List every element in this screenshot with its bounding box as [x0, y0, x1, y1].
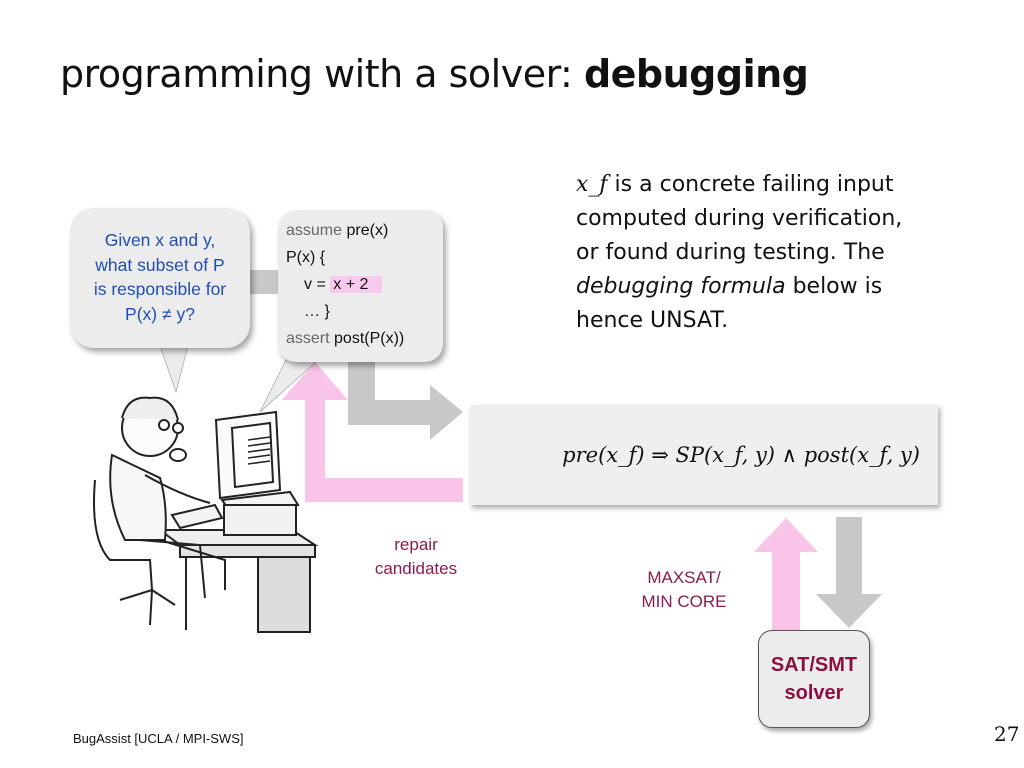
assert-expression: post(P(x))	[334, 330, 405, 347]
title-prefix: programming with a solver:	[60, 52, 573, 96]
question-line-2: what subset of P	[95, 254, 225, 275]
question-bubble: Given x and y, what subset of P is respo…	[70, 208, 250, 348]
slide-title: programming with a solver: debugging	[60, 52, 809, 96]
solver-label-line-2: solver	[784, 682, 844, 704]
code-bubble: assume pre(x) P(x) { v = x + 2 … } asser…	[278, 210, 443, 362]
repair-feedback-arrow	[282, 362, 463, 502]
maxsat-label-line-2: MIN CORE	[641, 592, 727, 611]
code-assume-line: assume pre(x)	[286, 217, 443, 244]
maxsat-min-core-label: MAXSAT/ MIN CORE	[620, 566, 748, 614]
code-assign-line: v = x + 2	[286, 271, 443, 298]
sat-smt-solver-box: SAT/SMT solver	[758, 630, 870, 728]
footer-credit: BugAssist [UCLA / MPI-SWS]	[73, 731, 244, 746]
paragraph-line-3: or found during testing. The	[576, 240, 885, 265]
question-bubble-tail	[159, 345, 189, 394]
explanation-paragraph: x_f is a concrete failing input computed…	[576, 168, 976, 338]
programmer-illustration	[93, 396, 319, 633]
code-assert-line: assert post(P(x))	[286, 325, 443, 352]
code-ellipsis-line: … }	[304, 303, 330, 320]
maxsat-label-line-1: MAXSAT/	[647, 568, 721, 587]
code-function-line: P(x) {	[286, 249, 326, 266]
repair-label-line-2: candidates	[374, 559, 458, 578]
question-line-3: is responsible for	[93, 279, 227, 299]
highlighted-expression: x + 2	[330, 276, 383, 293]
bubble-connector	[250, 270, 280, 294]
paragraph-line-5: hence UNSAT.	[576, 308, 729, 333]
assign-prefix: v =	[304, 276, 326, 293]
question-line-4: P(x) ≠ y?	[125, 303, 195, 324]
paragraph-line-2: computed during verification,	[576, 206, 903, 231]
code-to-formula-arrow	[348, 362, 463, 440]
page-number: 27	[994, 722, 1020, 746]
assume-keyword: assume	[286, 222, 343, 239]
failing-input-variable: x_f	[576, 172, 608, 197]
question-line-1: Given x and y,	[104, 230, 216, 250]
repair-label-line-1: repair	[394, 535, 438, 554]
maxsat-up-arrow	[754, 518, 818, 630]
assert-keyword: assert	[286, 330, 330, 347]
title-emphasis: debugging	[583, 52, 809, 96]
paragraph-line-1: x_f is a concrete failing input	[576, 168, 976, 202]
debugging-formula-term: debugging formula	[576, 274, 786, 299]
paragraph-line-4: debugging formula below is	[576, 270, 976, 304]
repair-candidates-label: repair candidates	[356, 533, 476, 581]
debugging-formula: pre(x_f) ⇒ SP(x_f, y) ∧ post(x_f, y)	[562, 443, 920, 467]
assume-expression: pre(x)	[346, 222, 389, 239]
paragraph-text-4: below is	[785, 274, 883, 299]
solver-label-line-1: SAT/SMT	[770, 654, 858, 676]
formula-to-solver-arrow	[816, 517, 882, 628]
paragraph-text-1: is a concrete failing input	[607, 172, 894, 197]
debugging-formula-box: pre(x_f) ⇒ SP(x_f, y) ∧ post(x_f, y)	[470, 405, 938, 505]
